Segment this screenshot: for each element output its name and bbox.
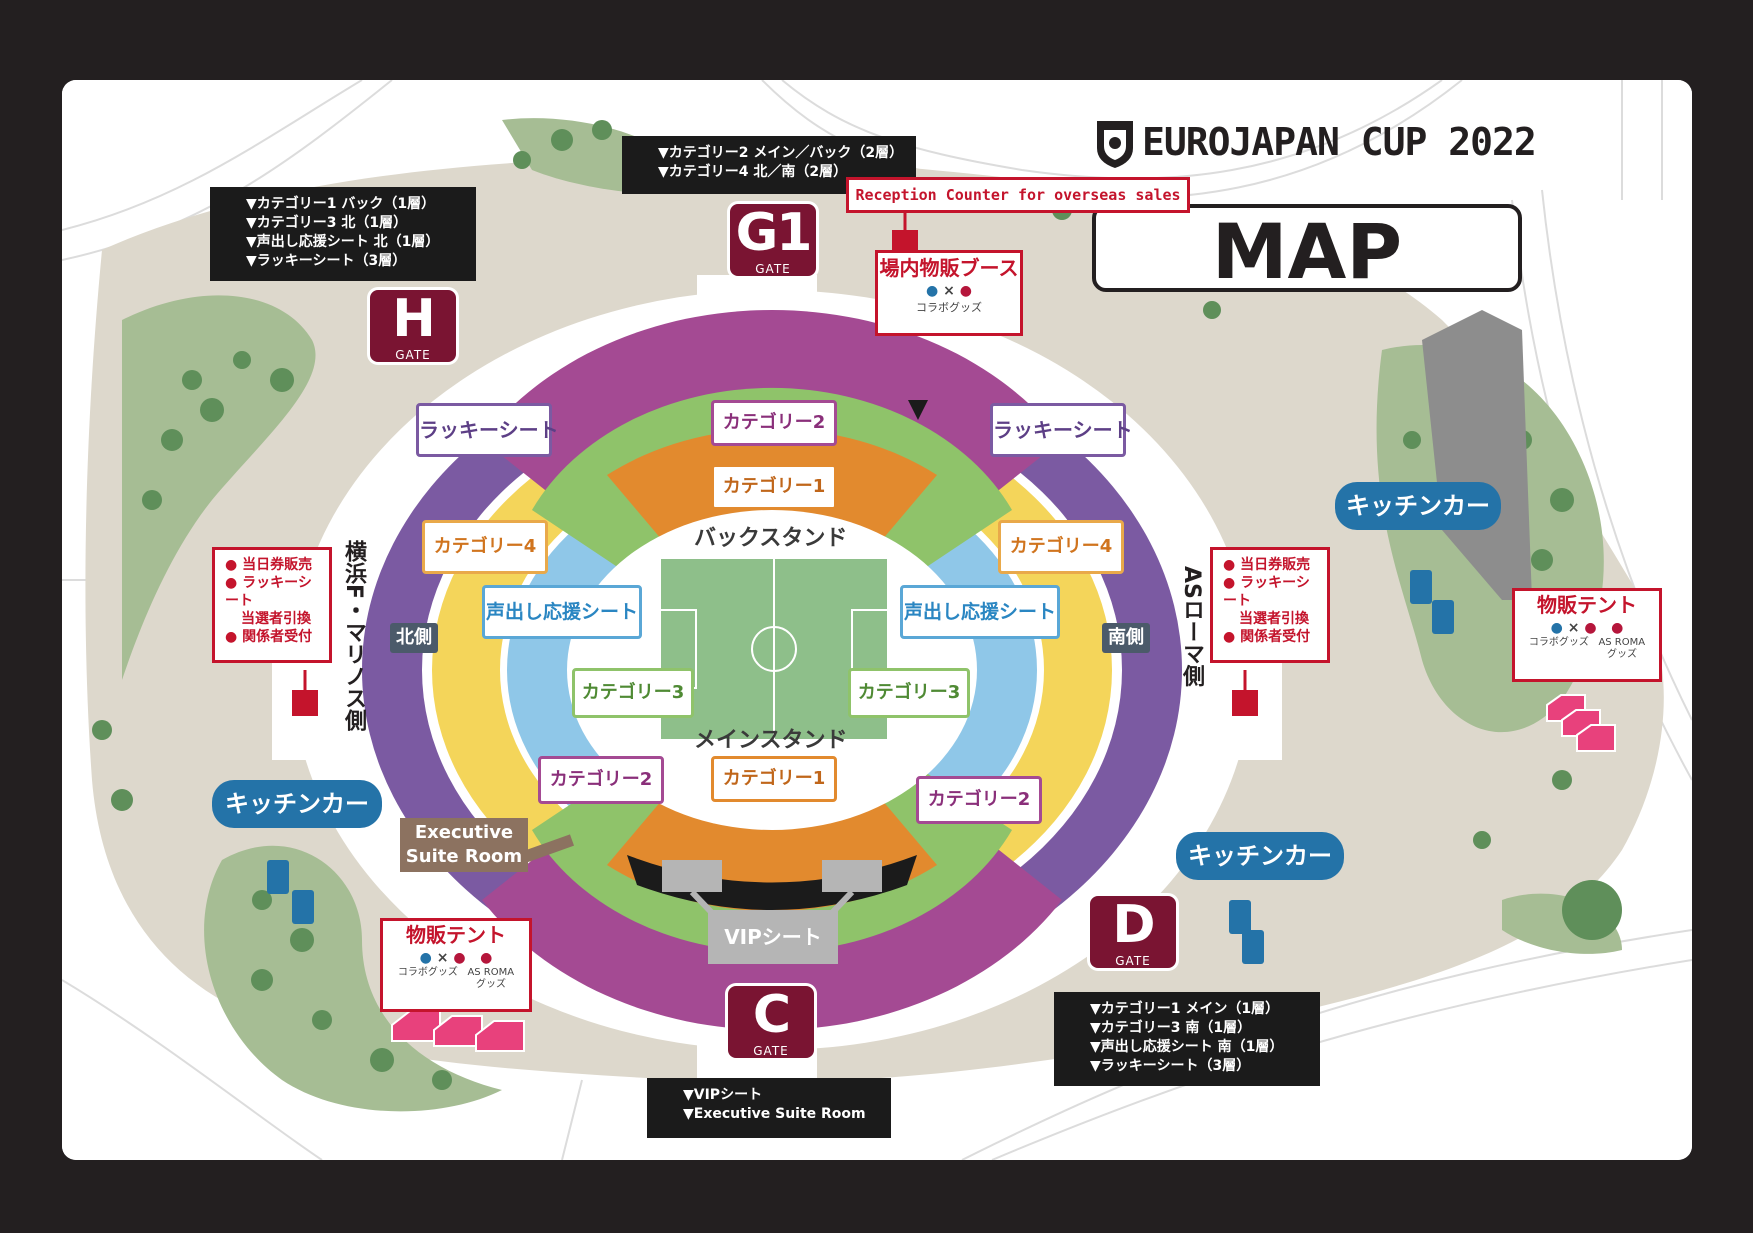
- kitchen-car-bottom: キッチンカー: [1176, 832, 1344, 880]
- category2-back: カテゴリー2: [711, 400, 837, 446]
- gate-c-info: ▼VIPシート▼Executive Suite Room: [647, 1078, 891, 1138]
- reception-counter-label: Reception Counter for overseas sales: [846, 177, 1190, 213]
- gate-h-info: ▼カテゴリー1 バック（1層）▼カテゴリー3 北（1層）▼声出し応援シート 北（…: [210, 187, 476, 281]
- category3-south: カテゴリー3: [848, 668, 970, 718]
- roma-logo-icon: ●: [1611, 620, 1624, 636]
- roma-logo-icon: ●: [480, 950, 493, 966]
- roma-logo-icon: ●: [959, 283, 972, 299]
- kitchen-car-icons: [267, 570, 1454, 964]
- category1-main: カテゴリー1: [711, 756, 837, 802]
- marinos-logo-icon: ●: [419, 950, 432, 966]
- service-box-right: ● 当日券販売 ● ラッキーシート 当選者引換 ● 関係者受付: [1210, 547, 1330, 663]
- map-title: MAP: [1092, 204, 1522, 296]
- roma-logo-icon: ●: [453, 950, 466, 966]
- merch-tent-left: 物販テント ● × ● ● コラボグッズ AS ROMA グッズ: [380, 918, 532, 1012]
- lucky-seat-right: ラッキーシート: [990, 403, 1133, 457]
- roma-logo-icon: ●: [1584, 620, 1597, 636]
- marinos-side-label: 横浜F・マリノス側: [341, 540, 366, 732]
- roma-side-label: ASローマ側: [1179, 566, 1204, 687]
- back-stand-label: バックスタンド: [694, 526, 848, 551]
- main-stand-label: メインスタンド: [694, 728, 848, 753]
- category2-main-north: カテゴリー2: [538, 756, 664, 804]
- north-side-label: 北側: [390, 623, 438, 653]
- eurojapan-shield-icon: [1097, 121, 1133, 168]
- event-title: EUROJAPAN CUP 2022: [1142, 120, 1537, 164]
- south-side-label: 南側: [1102, 623, 1150, 653]
- tent-icons: [391, 694, 1616, 1052]
- category2-main-south: カテゴリー2: [916, 776, 1042, 824]
- service-box-left: ● 当日券販売 ● ラッキーシート 当選者引換 ● 関係者受付: [212, 547, 332, 663]
- category3-north: カテゴリー3: [572, 668, 694, 718]
- gate-d-info: ▼カテゴリー1 メイン（1層）▼カテゴリー3 南（1層）▼声出し応援シート 南（…: [1054, 992, 1320, 1086]
- category4-north: カテゴリー4: [422, 520, 548, 574]
- kitchen-car-right: キッチンカー: [1335, 482, 1501, 530]
- map-card: EUROJAPAN CUP 2022 MAP ▼カテゴリー1 バック（1層）▼カ…: [62, 80, 1692, 1160]
- voice-support-seat-north: 声出し応援シート: [482, 585, 642, 639]
- merch-tent-right: 物販テント ● × ● ● コラボグッズ AS ROMA グッズ: [1512, 588, 1662, 682]
- vip-seat: VIPシート: [708, 910, 838, 964]
- lucky-seat-left: ラッキーシート: [416, 403, 559, 457]
- kitchen-car-left: キッチンカー: [212, 780, 382, 828]
- merch-booth: 場内物販ブース ● × ● コラボグッズ: [875, 250, 1023, 336]
- category4-south: カテゴリー4: [998, 520, 1124, 574]
- voice-support-seat-south: 声出し応援シート: [900, 585, 1060, 639]
- marinos-logo-icon: ●: [926, 283, 939, 299]
- category1-back: カテゴリー1: [711, 464, 837, 510]
- marinos-logo-icon: ●: [1550, 620, 1563, 636]
